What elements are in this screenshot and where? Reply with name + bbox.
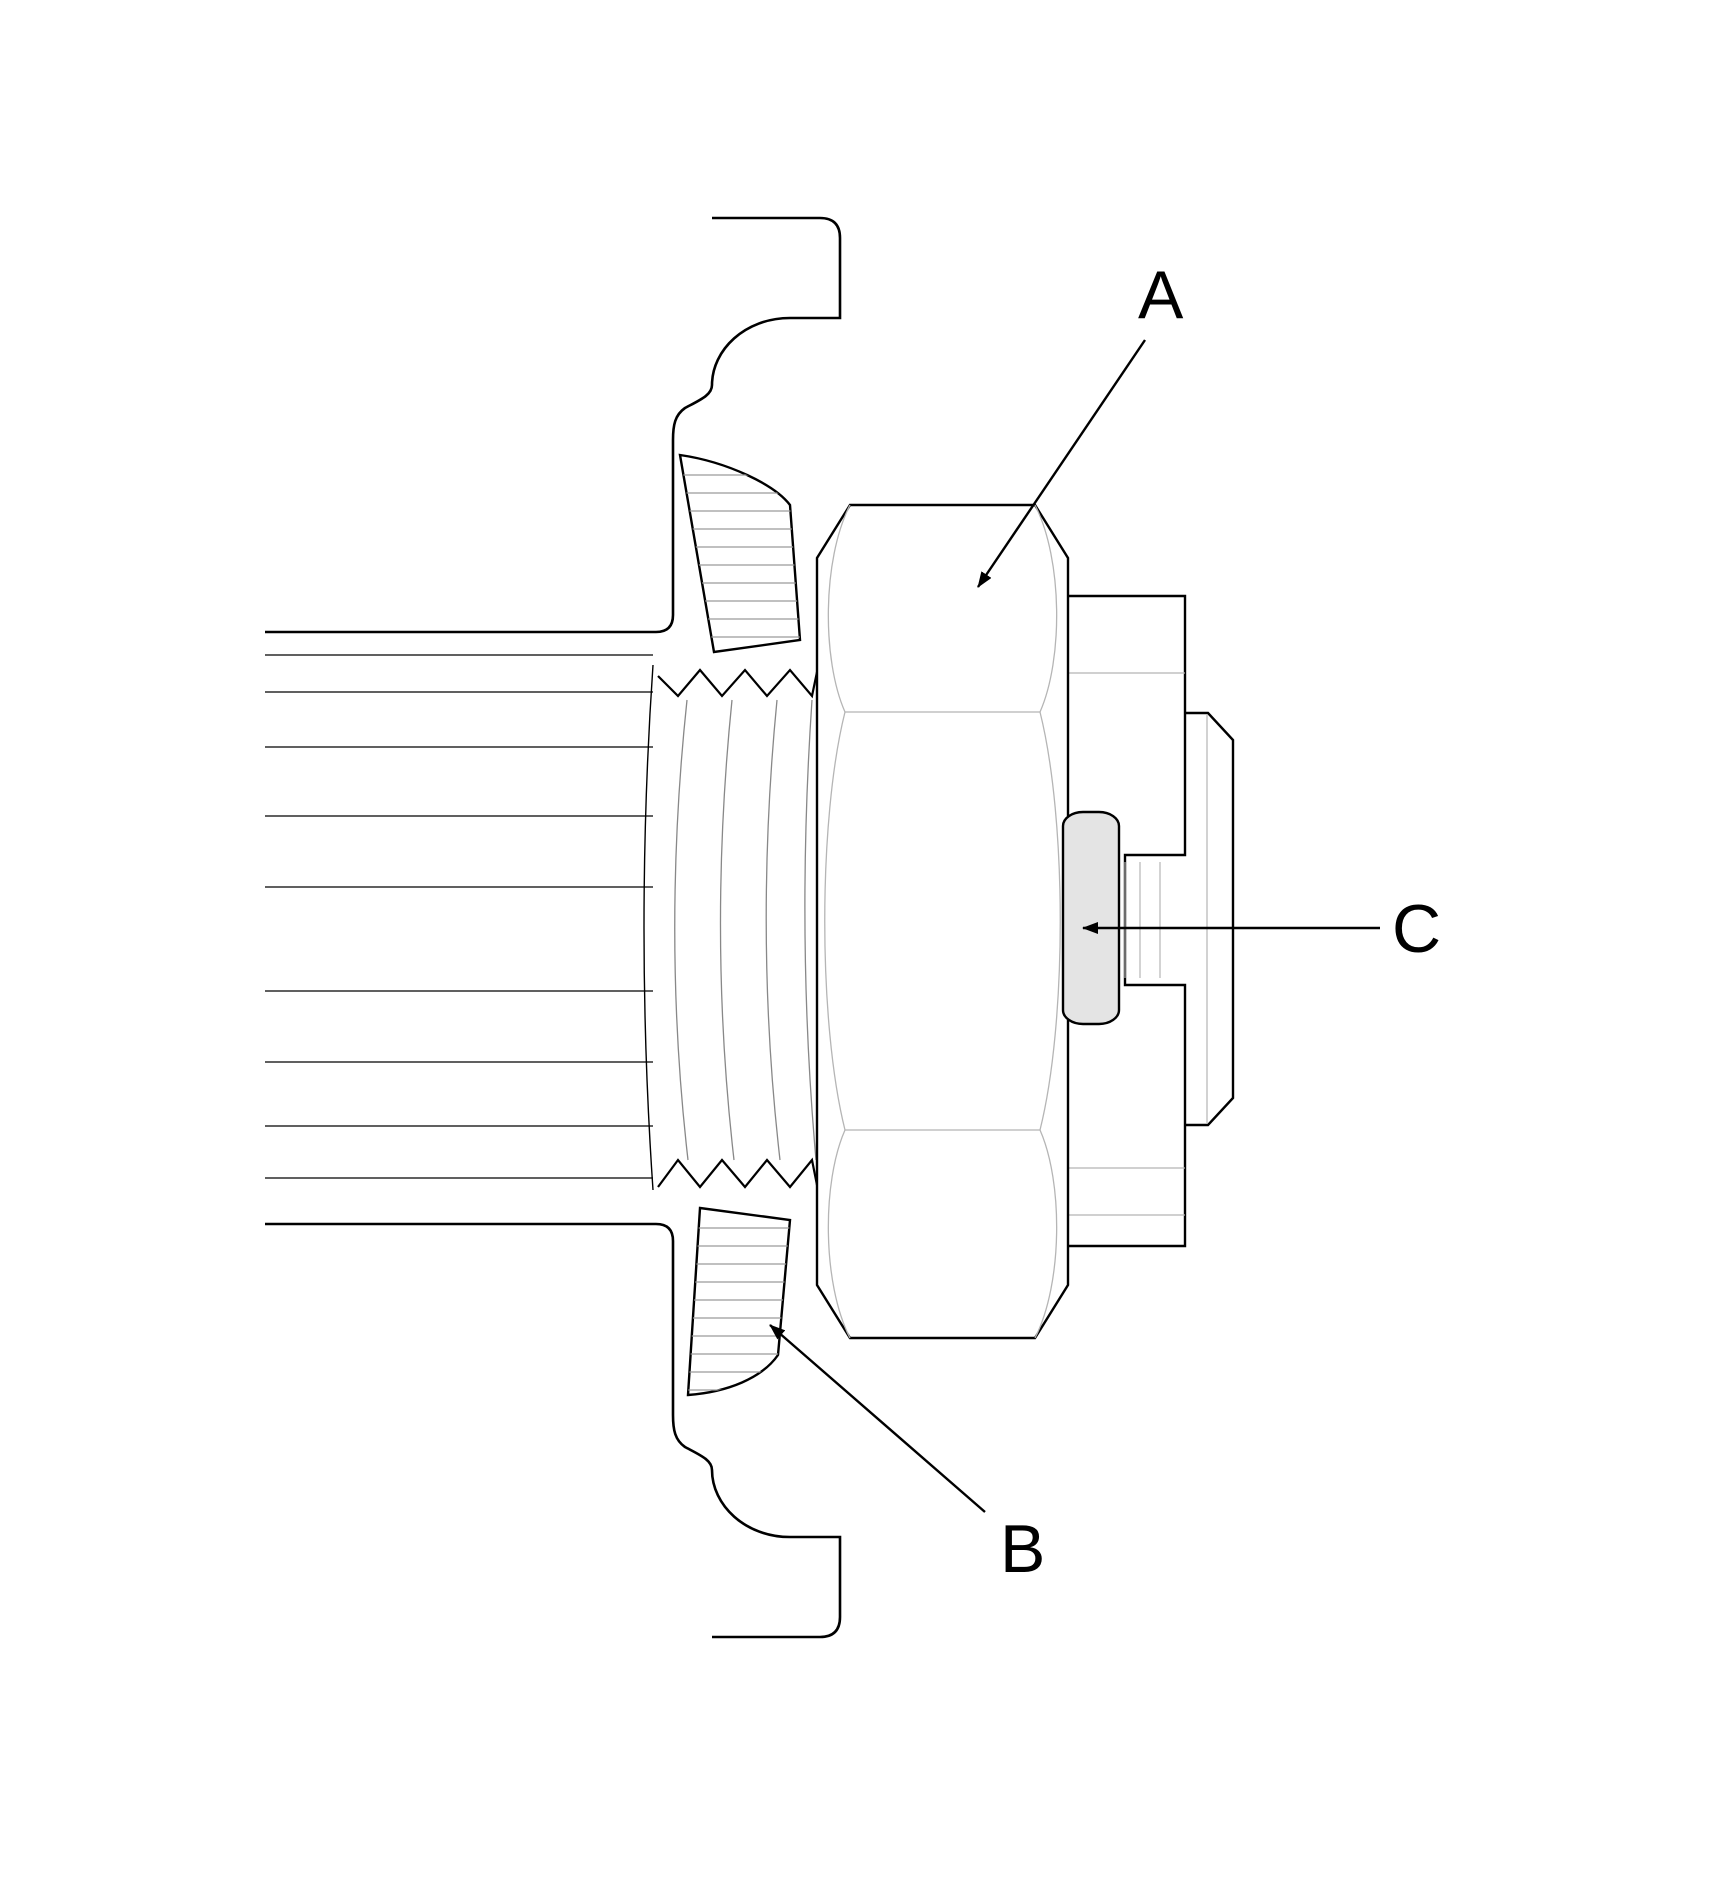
- washer-upper-outline: [678, 453, 802, 654]
- washer-b-lower: [686, 1206, 792, 1397]
- pin-c: [1061, 810, 1121, 1026]
- bolt-shank: [265, 654, 653, 1179]
- stud-end: [1064, 594, 1235, 1248]
- nut-upper-facet: [827, 504, 1058, 713]
- callout-c-label: C: [1392, 891, 1441, 967]
- stud-tip-outline: [1185, 711, 1235, 1127]
- thread-teeth-bottom: [657, 1157, 819, 1189]
- callout-leaders: [769, 339, 1380, 1513]
- thread-curve: [804, 699, 817, 1161]
- housing-lower-outline: [265, 1222, 842, 1639]
- thread-teeth-top: [657, 668, 819, 699]
- housing-panel: [265, 216, 842, 1639]
- thread-curve: [674, 699, 689, 1161]
- callout-b-label: B: [1000, 1511, 1045, 1587]
- nut-lower-facet: [827, 1129, 1058, 1339]
- leader-b-arrow: [769, 1324, 986, 1513]
- housing-upper-outline: [265, 216, 842, 634]
- washer-b-upper: [678, 453, 802, 654]
- thread-curve: [719, 699, 735, 1161]
- nut-outline: [815, 503, 1070, 1340]
- washer-lower-outline: [686, 1206, 792, 1397]
- thread-curve: [765, 699, 781, 1161]
- leader-a-arrow: [977, 339, 1146, 588]
- callout-a-label: A: [1138, 257, 1184, 333]
- nut-middle-facet: [824, 711, 1061, 1131]
- hex-nut-a: [815, 503, 1070, 1340]
- thread-left-edge: [643, 664, 654, 1191]
- thread-section: [643, 664, 819, 1191]
